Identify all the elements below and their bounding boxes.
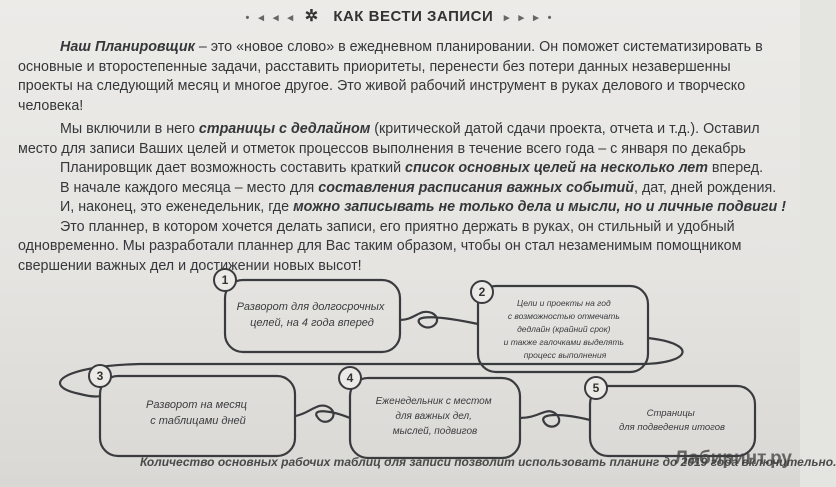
step-1-label: Разворот для долгосрочных целей, на 4 го… [237, 301, 388, 329]
step-2-line-4: и также галочками выделять [504, 337, 624, 347]
diagram-caption: Количество основных рабочих таблиц для з… [140, 455, 836, 469]
step-number-3: 3 [97, 369, 104, 383]
emphasis: можно записывать не только дела и мысли,… [293, 199, 786, 215]
step-box-1 [223, 278, 402, 354]
text-span: вперед. [707, 160, 764, 176]
step-2-label: Цели и проекты на год с возможностью отм… [504, 298, 627, 360]
paragraph-line: Планировщик дает возможность составить к… [0, 159, 800, 179]
text-span: – это «новое слово» в ежедневном планиро… [194, 39, 763, 55]
step-number-5: 5 [593, 381, 600, 395]
planner-flow-diagram: 1 2 3 4 5 Разворот для долгосрочных целе… [59, 268, 757, 460]
step-1-line-1: Разворот для долгосрочных [237, 301, 385, 313]
step-number-circle-5 [584, 376, 608, 400]
connector-2-3 [59, 336, 684, 398]
gear-icon: ✲ [304, 8, 319, 25]
header-left-decoration: • ◂ ◂ ◂ [245, 12, 297, 24]
step-2-line-3: дедлайн (крайний срок) [517, 324, 611, 334]
step-number-circle-3 [88, 364, 112, 388]
planner-name: Наш Планировщик [60, 39, 195, 55]
body-text: Наш Планировщик – это «новое слово» в еж… [0, 38, 800, 276]
step-5-line-2: для подведения итогов [619, 422, 725, 433]
step-4-line-1: Еженедельник с местом [376, 396, 492, 407]
emphasis: составления расписания важных событий [318, 179, 634, 196]
text-span: Планировщик дает возможность составить к… [60, 160, 406, 176]
step-2-line-2: с возможностью отмечать [508, 311, 620, 321]
step-number-circle-2 [470, 280, 494, 304]
step-box-2 [476, 284, 650, 374]
step-2-line-5: процесс выполнения [524, 350, 607, 360]
paragraph-line: Мы включили в него страницы с дедлайном … [0, 120, 800, 140]
step-box-5 [588, 384, 757, 458]
step-number-circle-4 [338, 366, 362, 390]
text-span: (критической датой сдачи проекта, отчета… [370, 121, 760, 137]
connector-1-2 [398, 310, 480, 329]
step-5-line-1: Страницы [647, 408, 695, 419]
section-header: • ◂ ◂ ◂ ✲ КАК ВЕСТИ ЗАПИСИ ▸ ▸ ▸ • [0, 6, 800, 26]
paragraph-line: свершении важных дел и достижении новых … [18, 257, 362, 274]
paragraph-line: место для записи Ваших целей и отметок п… [18, 140, 746, 157]
paragraph-line: И, наконец, это еженедельник, где можно … [0, 198, 800, 218]
paragraph-line: одновременно. Мы разработали планнер для… [18, 238, 742, 254]
paragraph-line: основные и второстепенные задачи, расста… [18, 58, 731, 75]
step-4-line-3: мыслей, подвигов [393, 426, 478, 437]
step-number-2: 2 [479, 285, 486, 299]
paragraph-line: проекты на следующий месяц и многое друг… [18, 78, 746, 94]
paragraph-line: В начале каждого месяца – место для сост… [0, 179, 800, 199]
step-4-line-2: для важных дел, [395, 411, 472, 422]
step-5-label: Страницы для подведения итогов [619, 408, 725, 433]
header-right-decoration: ▸ ▸ ▸ • [503, 12, 555, 24]
text-span: В начале каждого месяца – место для [60, 179, 319, 196]
step-1-line-2: целей, на 4 года вперед [250, 317, 374, 329]
watermark: Лабиринт.ру [674, 448, 792, 469]
emphasis: список основных целей на несколько лет [405, 160, 708, 176]
step-3-label: Разворот на месяц с таблицами дней [146, 399, 250, 427]
step-number-4: 4 [347, 371, 354, 385]
emphasis: страницы с дедлайном [198, 121, 371, 137]
step-4-label: Еженедельник с местом для важных дел, мы… [376, 396, 495, 437]
text-span: , дат, дней рождения. [634, 179, 777, 196]
paragraph-line: Это планнер, в котором хочется делать за… [60, 218, 735, 235]
text-span: И, наконец, это еженедельник, где [60, 199, 294, 215]
connector-3-4 [293, 404, 352, 423]
step-number-circle-1 [213, 268, 237, 292]
text-span: Мы включили в него [60, 121, 199, 137]
connector-4-5 [518, 410, 592, 428]
page-title: КАК ВЕСТИ ЗАПИСИ [333, 8, 494, 25]
paragraph-line: человека! [18, 97, 84, 114]
step-3-line-2: с таблицами дней [150, 415, 246, 427]
paragraph-line: Наш Планировщик – это «новое слово» в еж… [0, 38, 800, 58]
step-2-line-1: Цели и проекты на год [517, 298, 611, 308]
step-number-1: 1 [222, 273, 229, 287]
step-3-line-1: Разворот на месяц [146, 399, 247, 411]
